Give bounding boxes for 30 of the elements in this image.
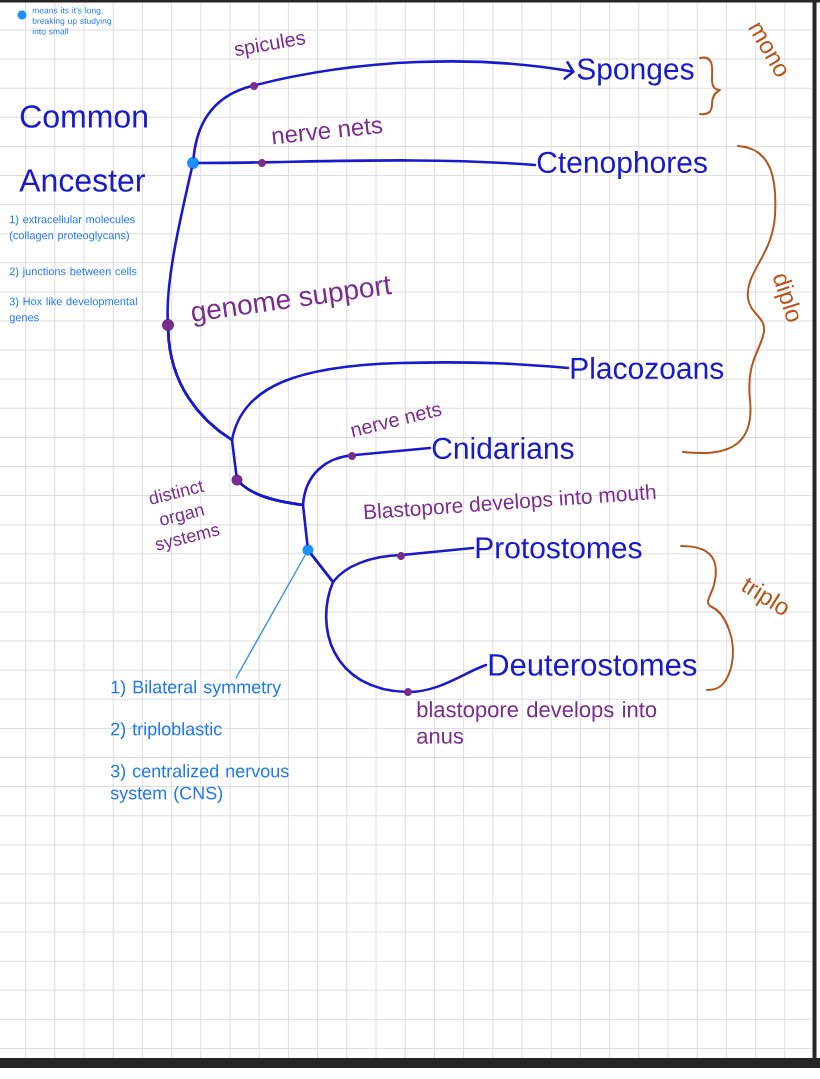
taxon-name: Protostomes [476, 537, 642, 559]
list-item: 2) triploblastic [111, 722, 222, 739]
taxon-name: Cnidarians [432, 437, 574, 460]
taxon-name: Sponges [577, 58, 694, 86]
note-text: 3) Hox like developmental genes [9, 297, 137, 324]
leader-line [235, 554, 306, 679]
branch-line [197, 159, 537, 167]
node-caption: distinct organ systems [149, 480, 220, 553]
branch-line [192, 60, 575, 159]
list-item: 3) centralized nervous system (CNS) [110, 764, 289, 803]
note-text: 1) extracellular molecules (collagen proteoglycans) [9, 215, 135, 242]
edge-label: nerve nets [272, 118, 383, 145]
note-text: 2) junctions between cells [9, 267, 137, 278]
brace-label: triplo [742, 577, 788, 615]
legend-text: means its it's long, breaking up studying into small [32, 7, 112, 35]
taxon-name: Deuterostomes [489, 654, 697, 676]
taxon-name: Ctenophores [537, 151, 707, 179]
brace-label: diplo [773, 274, 800, 322]
branch-line [310, 553, 488, 694]
edge-label: Blastopore develops into mouth [364, 484, 656, 520]
list-item: 1) Bilateral symmetry [111, 680, 282, 697]
branch-line [166, 329, 238, 476]
edge-label: spicules [234, 33, 306, 59]
branch-line [166, 167, 193, 321]
edge-label: blastopore develops into anus [417, 701, 657, 744]
branch-line [239, 482, 309, 546]
edge-label: nerve nets [350, 405, 442, 438]
node-caption: genome support [192, 276, 393, 327]
taxon-name: Placozoans [571, 357, 724, 380]
node-caption: Common Ancester [19, 105, 147, 192]
